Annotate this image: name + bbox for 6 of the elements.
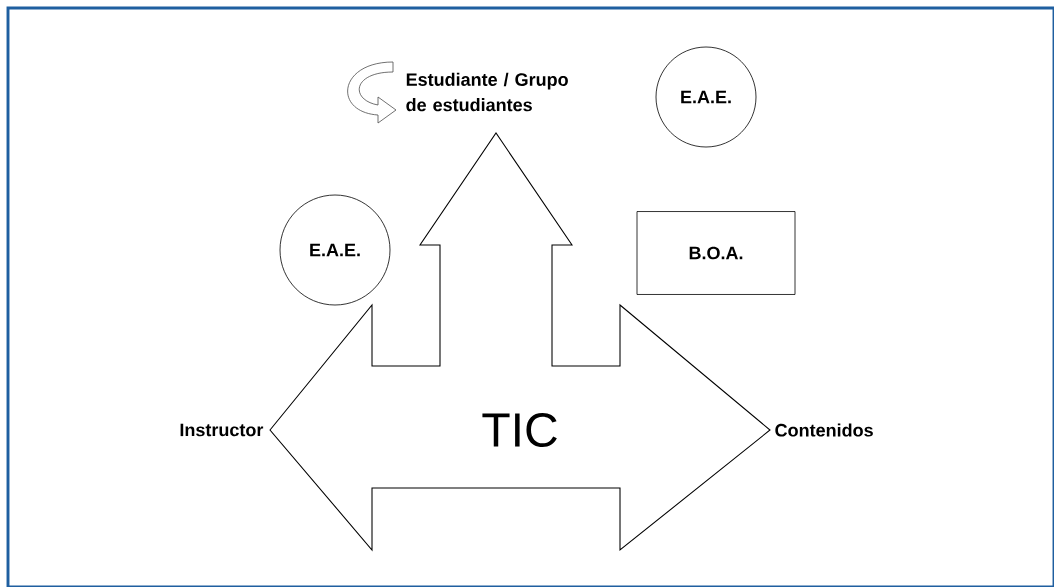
rectangle-node: B.O.A. [636, 211, 796, 295]
arrow-label: Instructor [180, 423, 264, 437]
arrow-label: Contenidos [775, 423, 873, 437]
arrow-label: Estudiante / Grupo de estudiantes [406, 72, 568, 112]
circle-node: E.A.E. [279, 194, 391, 306]
circle-node: E.A.E. [655, 46, 757, 148]
